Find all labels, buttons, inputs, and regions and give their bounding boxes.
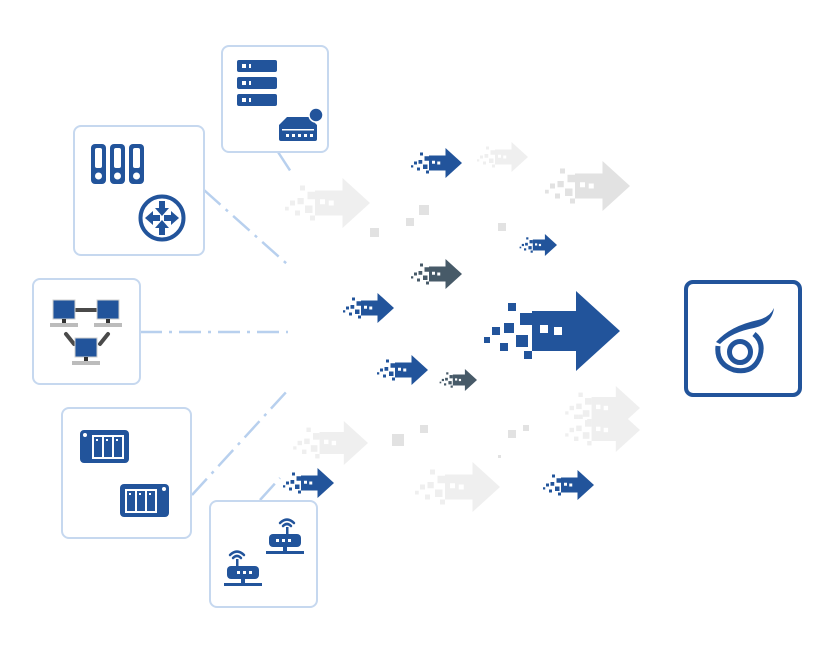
flow-arrow (411, 259, 462, 289)
wifi-router-icon (224, 550, 262, 586)
pixel-particle (498, 223, 506, 231)
source-node-storage (61, 407, 192, 539)
flow-arrow (545, 161, 630, 211)
flow-arrow (343, 293, 394, 323)
flow-arrow (415, 462, 500, 512)
storage-array-icon (120, 484, 169, 517)
pixel-particle (392, 434, 404, 446)
server-rack-icon (237, 60, 277, 106)
pixel-particle (498, 455, 501, 458)
flow-arrow (377, 355, 428, 385)
connector-binders (203, 189, 288, 265)
wifi-router-icon (266, 518, 304, 554)
pixel-particle (406, 218, 414, 226)
flow-arrow (543, 470, 594, 500)
source-node-servers (221, 45, 329, 153)
flow-arrow (477, 142, 528, 172)
pixel-particle (370, 228, 379, 237)
pixel-particle (508, 430, 516, 438)
flow-arrow (411, 148, 462, 178)
flow-arrow (293, 421, 368, 465)
flow-arrow (285, 178, 370, 228)
network-router-device-icon (279, 107, 324, 141)
destination-node (684, 280, 802, 397)
flow-arrow (519, 234, 557, 256)
flow-arrow (439, 369, 477, 391)
source-node-binders-router (73, 125, 205, 256)
pixel-particle (419, 205, 429, 215)
computer-network-icon (50, 299, 122, 365)
source-node-wireless (209, 500, 318, 608)
connector-servers (276, 151, 295, 176)
connector-storage (191, 389, 289, 496)
connector-wireless (259, 477, 281, 501)
flow-arrow (484, 291, 620, 371)
pixel-particle (420, 425, 428, 433)
swirl-eye-logo-icon (715, 308, 774, 374)
storage-array-icon (80, 430, 129, 463)
flow-arrow (283, 468, 334, 498)
router-crossroad-icon (138, 194, 186, 242)
source-node-computers (32, 278, 141, 385)
pixel-particle (523, 425, 529, 431)
binders-icon (91, 144, 144, 184)
